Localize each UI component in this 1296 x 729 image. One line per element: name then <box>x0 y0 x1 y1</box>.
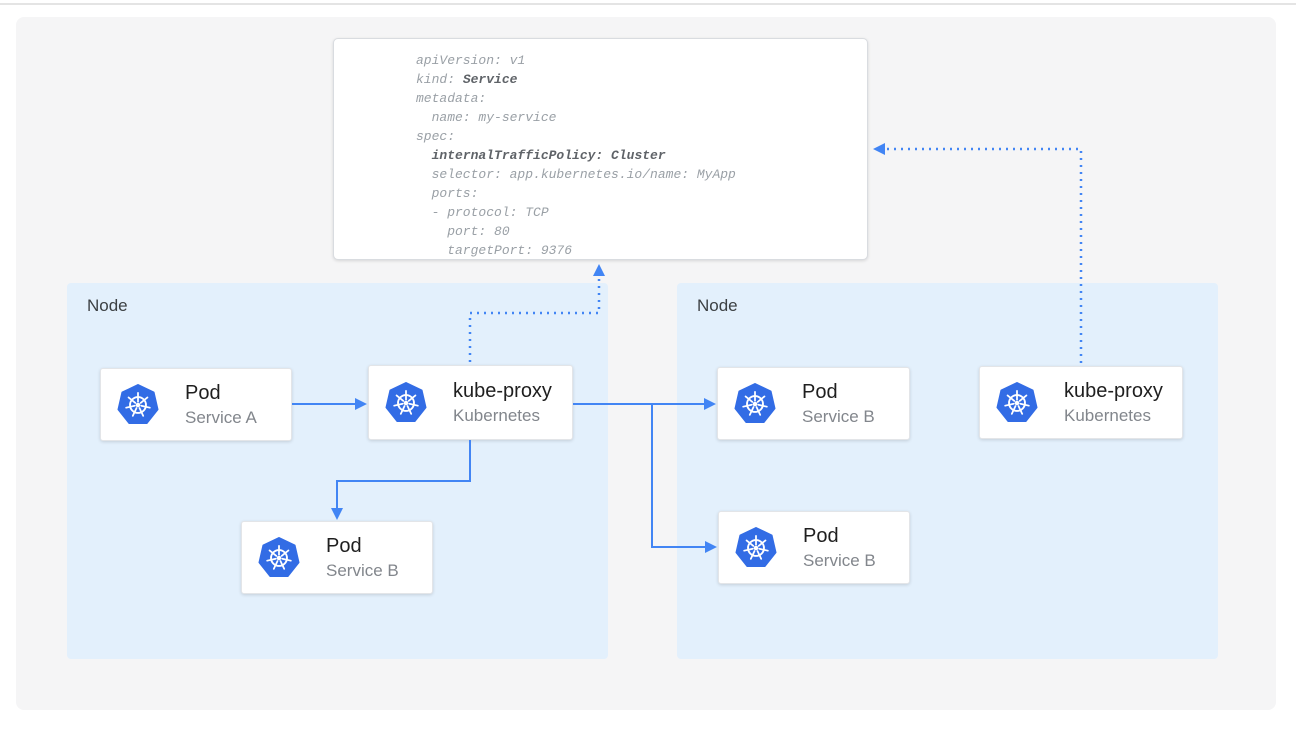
node-left-label: Node <box>87 296 128 315</box>
card-title: kube-proxy <box>453 380 552 402</box>
card-pod-service-b-right-top: Pod Service B <box>717 367 910 440</box>
kubernetes-icon <box>996 382 1038 424</box>
kubernetes-icon <box>735 527 777 569</box>
card-pod-service-a: Pod Service A <box>100 368 292 441</box>
kubernetes-icon <box>734 383 776 425</box>
card-title: Pod <box>803 525 839 547</box>
node-left: Node <box>67 283 608 659</box>
card-subtitle: Kubernetes <box>453 406 540 425</box>
card-title: Pod <box>802 381 838 403</box>
kubernetes-icon <box>385 382 427 424</box>
card-title: kube-proxy <box>1064 380 1163 402</box>
card-subtitle: Service B <box>803 551 876 570</box>
card-subtitle: Service B <box>802 407 875 426</box>
kubernetes-icon <box>117 384 159 426</box>
card-title: Pod <box>326 535 362 557</box>
card-subtitle: Kubernetes <box>1064 406 1151 425</box>
node-right-label: Node <box>697 296 738 315</box>
card-title: Pod <box>185 382 221 404</box>
card-pod-service-b-right-bottom: Pod Service B <box>718 511 910 584</box>
card-kube-proxy-left: kube-proxy Kubernetes <box>368 365 573 440</box>
card-pod-service-b-left: Pod Service B <box>241 521 433 594</box>
card-subtitle: Service B <box>326 561 399 580</box>
top-divider <box>0 3 1296 5</box>
kubernetes-icon <box>258 537 300 579</box>
card-subtitle: Service A <box>185 408 257 427</box>
card-kube-proxy-right: kube-proxy Kubernetes <box>979 366 1183 439</box>
node-right: Node <box>677 283 1218 659</box>
